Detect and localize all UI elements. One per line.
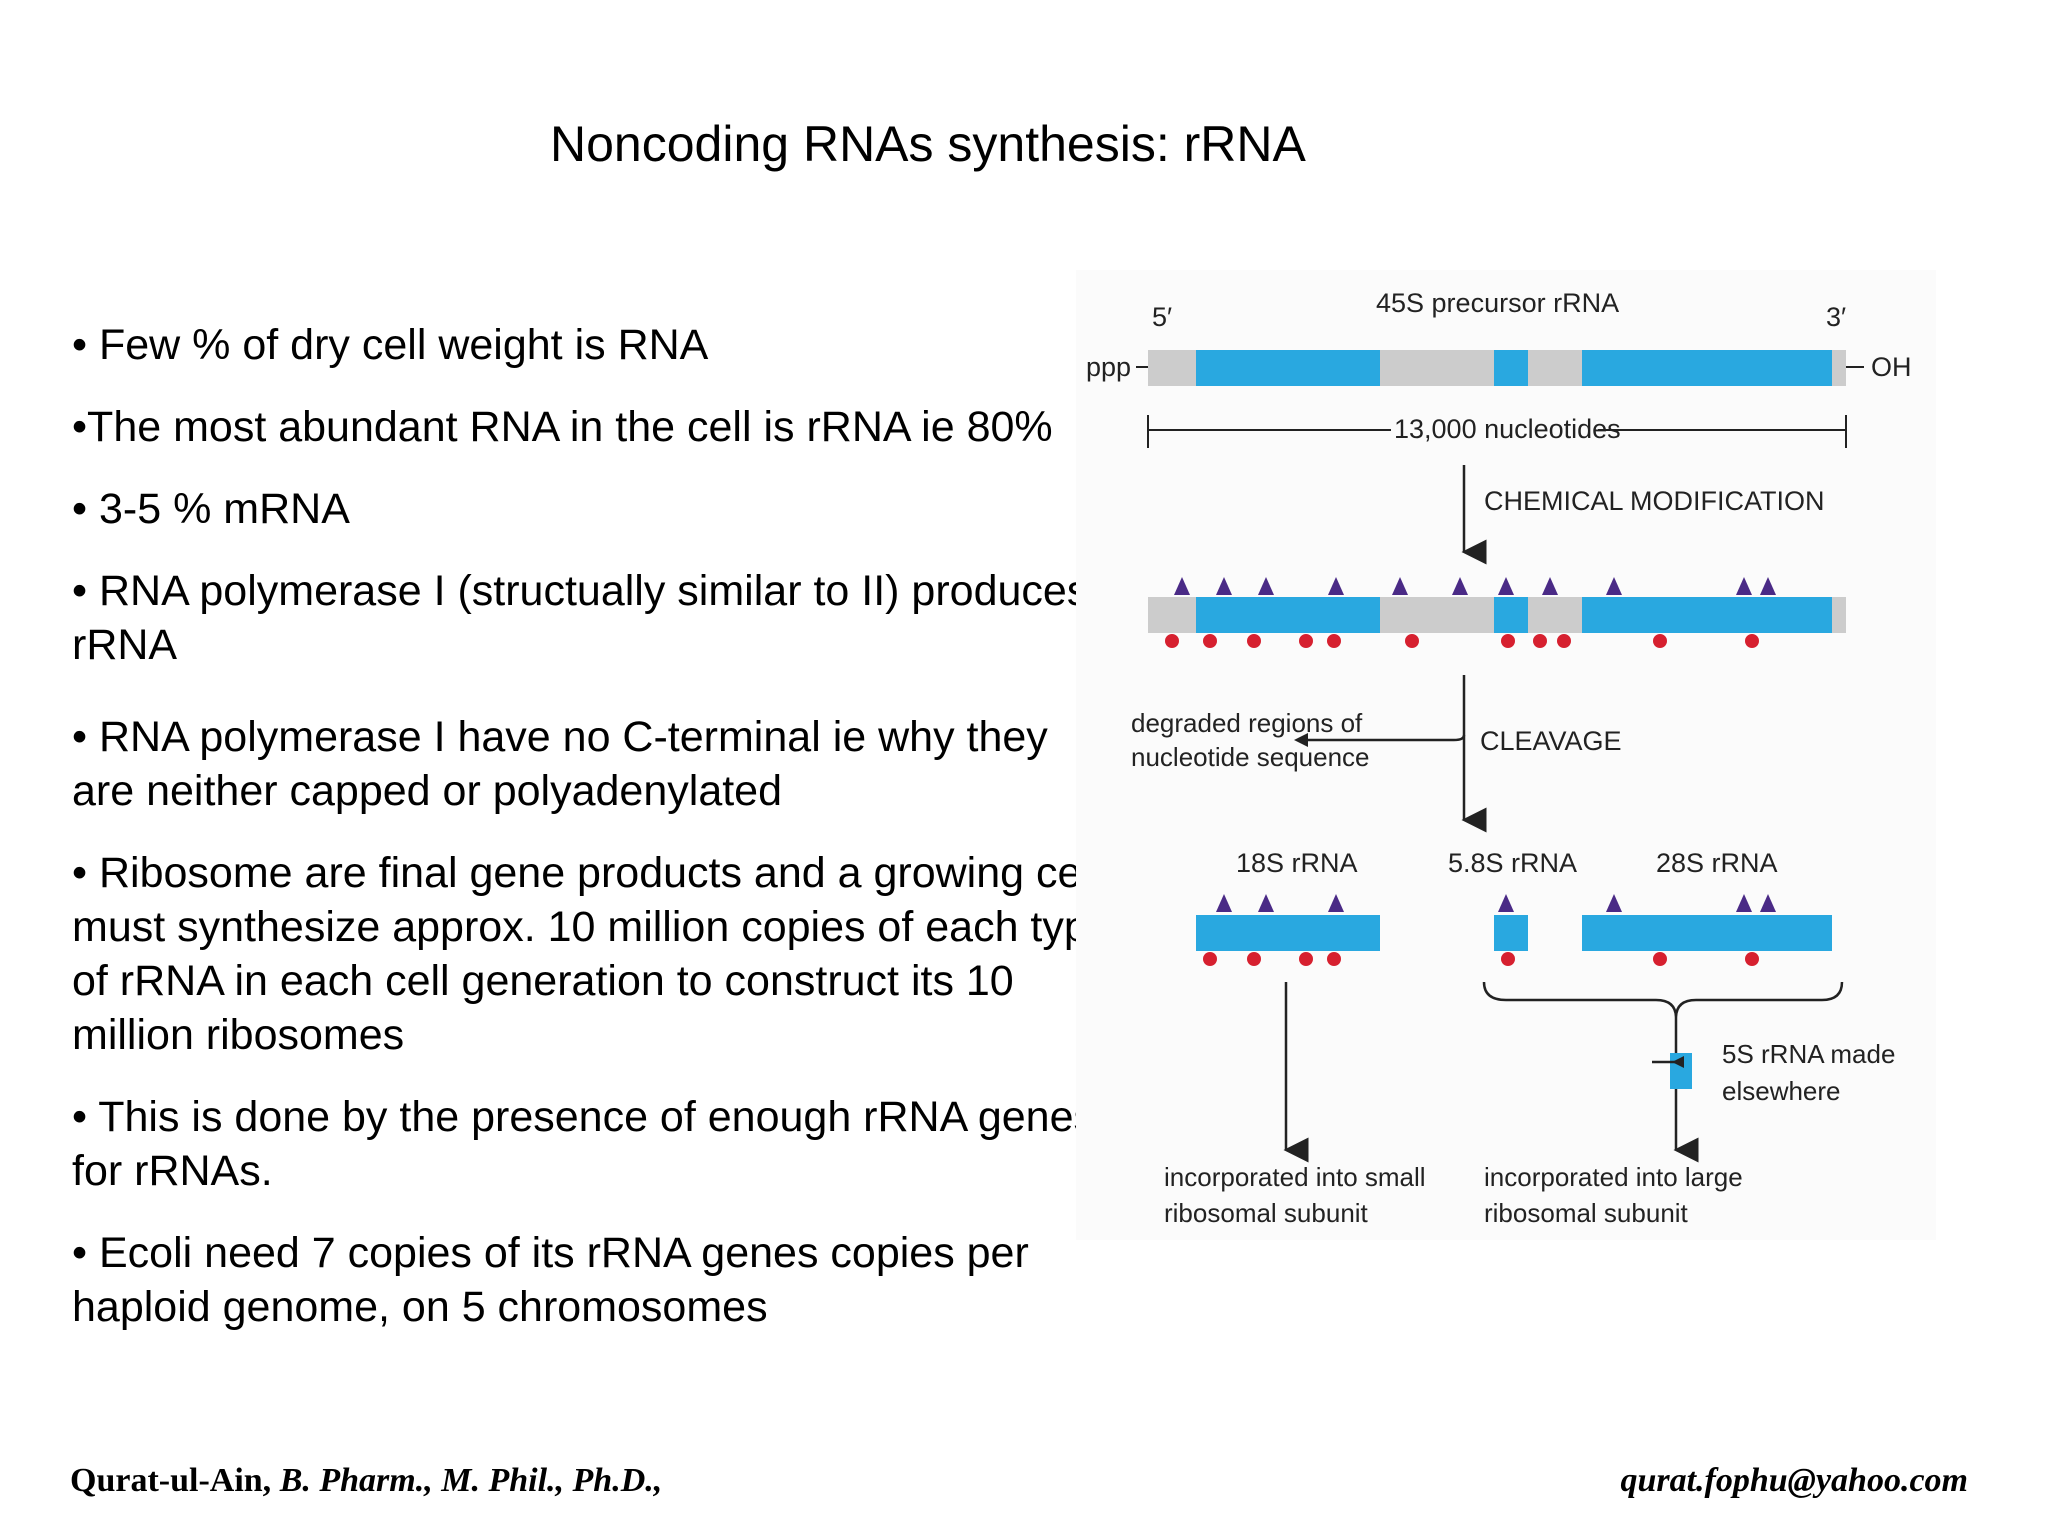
rrna-5s-arrowhead	[1672, 1056, 1684, 1068]
five-prime-label: 5′	[1152, 302, 1172, 332]
author-credentials: B. Pharm., M. Phil., Ph.D.,	[279, 1462, 663, 1499]
bullet-item: • Few % of dry cell weight is RNA	[72, 321, 709, 369]
ppp-label: ppp	[1086, 352, 1131, 382]
small-subunit-label-1: incorporated into small	[1164, 1162, 1426, 1192]
oh-label: OH	[1871, 352, 1912, 382]
bullet-item: • Ecoli need 7 copies of its rRNA genes …	[72, 1229, 1029, 1331]
step-cleavage: CLEAVAGE	[1480, 726, 1622, 756]
rrna-18s-label: 18S rRNA	[1236, 848, 1358, 878]
degraded-arrowhead	[1294, 733, 1308, 747]
bullet-item: • RNA polymerase I (structually similar …	[72, 567, 1089, 669]
rrna-18s-bar	[1196, 915, 1380, 951]
three-prime-label: 3′	[1826, 302, 1846, 332]
length-label: 13,000 nucleotides	[1394, 414, 1621, 444]
mature-dots	[1203, 952, 1759, 966]
bullet-item: •The most abundant RNA in the cell is rR…	[72, 403, 1053, 451]
bullet-item: • This is done by the presence of enough…	[72, 1093, 1096, 1195]
large-subunit-label-2: ribosomal subunit	[1484, 1198, 1689, 1228]
precursor-label: 45S precursor rRNA	[1376, 288, 1619, 318]
degraded-label-1: degraded regions of	[1131, 708, 1363, 738]
methylation-triangles	[1174, 577, 1776, 595]
footer-email: qurat.fophu@yahoo.com	[1620, 1462, 1968, 1499]
rrna-5s-label-2: elsewhere	[1722, 1076, 1841, 1106]
rrna-28s-label: 28S rRNA	[1656, 848, 1778, 878]
modification-dots	[1165, 634, 1759, 648]
step-chemical-modification: CHEMICAL MODIFICATION	[1484, 486, 1825, 516]
bullet-item: • Ribosome are final gene products and a…	[72, 849, 1112, 1059]
bullet-list: • Few % of dry cell weight is RNA •The m…	[72, 318, 1112, 1334]
rrna-5s-label-1: 5S rRNA made	[1722, 1039, 1895, 1069]
rrna-28s-bar	[1582, 915, 1832, 951]
length-bracket	[1147, 415, 1847, 448]
large-subunit-brace	[1482, 981, 1844, 1019]
precursor-rrna	[1148, 350, 1846, 386]
rrna-58s-label: 5.8S rRNA	[1448, 848, 1577, 878]
author-name: Qurat-ul-Ain,	[70, 1462, 272, 1499]
rrna-58s-bar	[1494, 915, 1528, 951]
mature-triangles	[1216, 894, 1776, 912]
degraded-arrow-line	[1306, 734, 1466, 742]
degraded-label-2: nucleotide sequence	[1131, 742, 1370, 772]
large-subunit-label-1: incorporated into large	[1484, 1162, 1743, 1192]
diagram-svg: 45S precursor rRNA 5′ 3′ ppp OH 13,000 n…	[1086, 288, 1912, 1228]
bullet-item: • RNA polymerase I have no C-terminal ie…	[72, 713, 1048, 815]
modified-precursor-rrna	[1148, 597, 1846, 633]
small-subunit-label-2: ribosomal subunit	[1164, 1198, 1369, 1228]
slide-title: Noncoding RNAs synthesis: rRNA	[550, 116, 1306, 172]
rrna-processing-diagram: 45S precursor rRNA 5′ 3′ ppp OH 13,000 n…	[1076, 270, 1936, 1240]
footer-author: Qurat-ul-Ain, B. Pharm., M. Phil., Ph.D.…	[70, 1462, 662, 1500]
bullet-item: • 3-5 % mRNA	[72, 485, 350, 533]
